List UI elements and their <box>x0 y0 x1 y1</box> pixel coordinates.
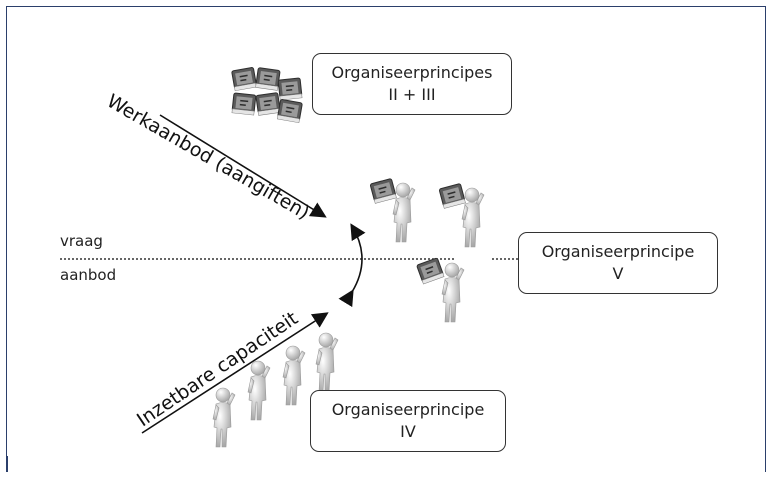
principle-box-top-numbers: II + III <box>388 85 436 104</box>
diagram-frame <box>6 6 766 472</box>
person-icon <box>282 345 306 406</box>
principle-box-bottom-title: Organiseerprincipe <box>331 400 485 419</box>
person-icon <box>315 332 339 393</box>
person-icon <box>247 360 271 421</box>
person-icon <box>212 387 236 448</box>
principle-box-right-number: V <box>612 264 624 283</box>
principle-box-top: Organiseerprincipes II + III <box>312 53 512 115</box>
person-with-book-icon <box>369 177 416 243</box>
principle-box-bottom-number: IV <box>400 422 416 441</box>
book-pile-icon <box>230 66 304 124</box>
principle-box-bottom: Organiseerprincipe IV <box>310 390 506 452</box>
principle-box-right-title: Organiseerprincipe <box>541 242 695 261</box>
supply-label: aanbod <box>60 266 117 284</box>
capacity-arrow <box>141 312 329 434</box>
person-with-book-icon <box>438 182 485 248</box>
curved-arrow <box>338 223 366 308</box>
frame-edge <box>6 456 8 472</box>
principle-box-top-title: Organiseerprincipes <box>331 63 493 82</box>
workload-arrow <box>159 114 327 218</box>
person-with-book-icon <box>415 257 465 323</box>
demand-label: vraag <box>60 232 103 250</box>
principle-box-right: Organiseerprincipe V <box>518 232 718 294</box>
